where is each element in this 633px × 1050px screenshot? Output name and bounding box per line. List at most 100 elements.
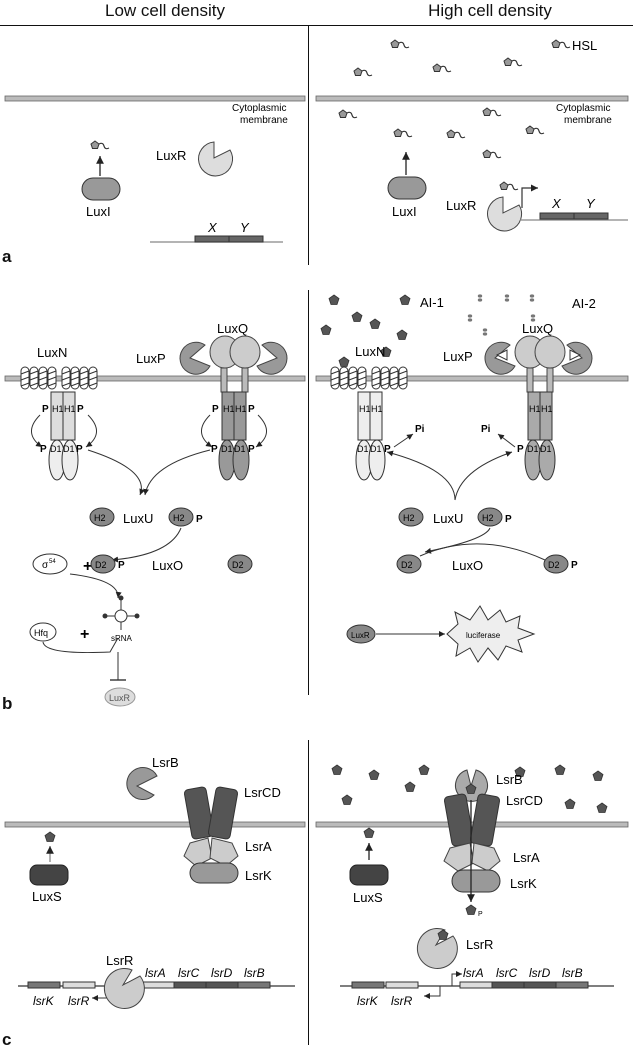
- lsrk-label: LsrK: [245, 868, 272, 883]
- svg-text:lsrR: lsrR: [68, 994, 90, 1008]
- luxs-label-high: LuxS: [353, 890, 383, 905]
- svg-text:+: +: [83, 558, 92, 575]
- lsrb-label: LsrB: [152, 755, 179, 770]
- svg-text:54: 54: [49, 559, 56, 565]
- luxr-label-high: LuxR: [446, 198, 476, 213]
- lsrr-repressor: [103, 968, 145, 1009]
- lsrr-label-high: LsrR: [466, 937, 493, 952]
- svg-text:H2: H2: [403, 513, 415, 523]
- hsl-legend-icon: [551, 39, 571, 49]
- svg-text:D2: D2: [232, 560, 244, 570]
- luxi-label-high: LuxI: [392, 204, 417, 219]
- membrane-c-left: [4, 821, 306, 828]
- divider-panel-c: [308, 740, 309, 1045]
- luxq-receptor-high: [514, 335, 593, 441]
- lsra-label: LsrA: [245, 839, 272, 854]
- svg-text:Hfq: Hfq: [34, 628, 48, 638]
- membrane-b-right: [315, 375, 629, 382]
- svg-text:D2: D2: [95, 560, 107, 570]
- svg-text:P: P: [211, 444, 218, 455]
- divider-panel-b: [308, 290, 309, 695]
- lsrr-label: LsrR: [106, 953, 133, 968]
- svg-text:H2: H2: [482, 513, 494, 523]
- lsrb-label-high: LsrB: [496, 772, 523, 787]
- svg-text:lsrC: lsrC: [496, 966, 518, 980]
- luxs-protein: [29, 864, 69, 886]
- panel-rule-ab: [0, 275, 633, 276]
- panel-a-low: Cytoplasmic membrane LuxI LuxR X Y: [4, 95, 306, 243]
- svg-text:lsrA: lsrA: [463, 966, 484, 980]
- lsrk-protein: [189, 862, 239, 884]
- gene-x: [194, 235, 230, 243]
- membrane-label-left-2: membrane: [240, 115, 288, 126]
- svg-text:P: P: [77, 404, 84, 415]
- luxq-label: LuxQ: [217, 321, 248, 336]
- svg-text:P: P: [40, 444, 47, 455]
- svg-text:H1: H1: [359, 404, 371, 414]
- panel-b-low: LuxN H1 H1 P P D1 D1 P P LuxP LuxQ H1 H1…: [4, 321, 306, 707]
- luxr-label: LuxR: [156, 148, 186, 163]
- luxr-protein-high: [487, 196, 523, 232]
- svg-text:P: P: [248, 444, 255, 455]
- luxr-activator: [346, 624, 376, 644]
- header-low-density: Low cell density: [104, 1, 225, 20]
- svg-text:σ: σ: [42, 560, 49, 571]
- membrane-label-right-1: Cytoplasmic: [556, 103, 610, 114]
- panel-label-c: c: [2, 1030, 12, 1049]
- svg-text:P: P: [42, 404, 49, 415]
- srna-label: sRNA: [111, 634, 133, 643]
- svg-text:D1: D1: [63, 444, 75, 454]
- svg-text:H1: H1: [371, 404, 383, 414]
- gene-y-high: [573, 212, 609, 220]
- svg-text:lsrK: lsrK: [357, 994, 379, 1008]
- ai2-label: AI-2: [572, 296, 596, 311]
- hsl-molecule: [90, 140, 110, 150]
- luxp-protein: [179, 341, 211, 375]
- svg-text:D2: D2: [401, 560, 413, 570]
- luxo-label-high: LuxO: [452, 558, 483, 573]
- svg-text:lsrK: lsrK: [33, 994, 55, 1008]
- luxo-d2-p: [90, 554, 116, 574]
- header-rule: [0, 25, 633, 26]
- header-high-density: High cell density: [428, 1, 552, 20]
- panel-b-high: AI-1 AI-2 LuxN H1 H1 D1 D1 P Pi LuxP: [315, 294, 629, 663]
- lsra-protein-high: [443, 842, 501, 872]
- luciferase-burst: [446, 605, 536, 663]
- luxr-protein: [198, 141, 234, 177]
- svg-text:P: P: [571, 560, 578, 571]
- svg-text:lsrB: lsrB: [244, 966, 265, 980]
- gene-x-label-high: X: [551, 196, 562, 211]
- svg-text:D1: D1: [540, 444, 552, 454]
- lsrb-protein: [126, 767, 158, 800]
- luxr-repressed: [104, 687, 136, 707]
- lsrcd-transporter: [183, 786, 239, 840]
- gene-y: [228, 235, 264, 243]
- lsrcd-transporter-high: [443, 793, 501, 847]
- svg-text:lsrB: lsrB: [562, 966, 583, 980]
- luxq-receptor: [209, 335, 288, 441]
- svg-text:D1: D1: [357, 444, 369, 454]
- svg-text:P: P: [517, 444, 524, 455]
- lsra-protein: [183, 837, 239, 867]
- svg-text:D2: D2: [548, 560, 560, 570]
- lsra-label-high: LsrA: [513, 850, 540, 865]
- svg-text:LuxR: LuxR: [351, 631, 370, 640]
- svg-text:H1: H1: [529, 404, 541, 414]
- svg-text:D1: D1: [527, 444, 539, 454]
- ai1-label: AI-1: [420, 295, 444, 310]
- membrane-a-right: [315, 95, 629, 102]
- svg-text:H2: H2: [94, 513, 106, 523]
- srna-structure: [102, 595, 140, 630]
- lsrcd-label: LsrCD: [244, 785, 281, 800]
- svg-text:lsrA: lsrA: [145, 966, 166, 980]
- luxs-label: LuxS: [32, 889, 62, 904]
- lsrk-label-high: LsrK: [510, 876, 537, 891]
- luxp-label: LuxP: [136, 351, 166, 366]
- membrane-label-left-1: Cytoplasmic: [232, 103, 286, 114]
- svg-text:P: P: [248, 404, 255, 415]
- membrane-c-right: [315, 821, 629, 828]
- svg-text:P: P: [384, 444, 391, 455]
- luxi-label: LuxI: [86, 204, 111, 219]
- svg-text:D1: D1: [234, 444, 246, 454]
